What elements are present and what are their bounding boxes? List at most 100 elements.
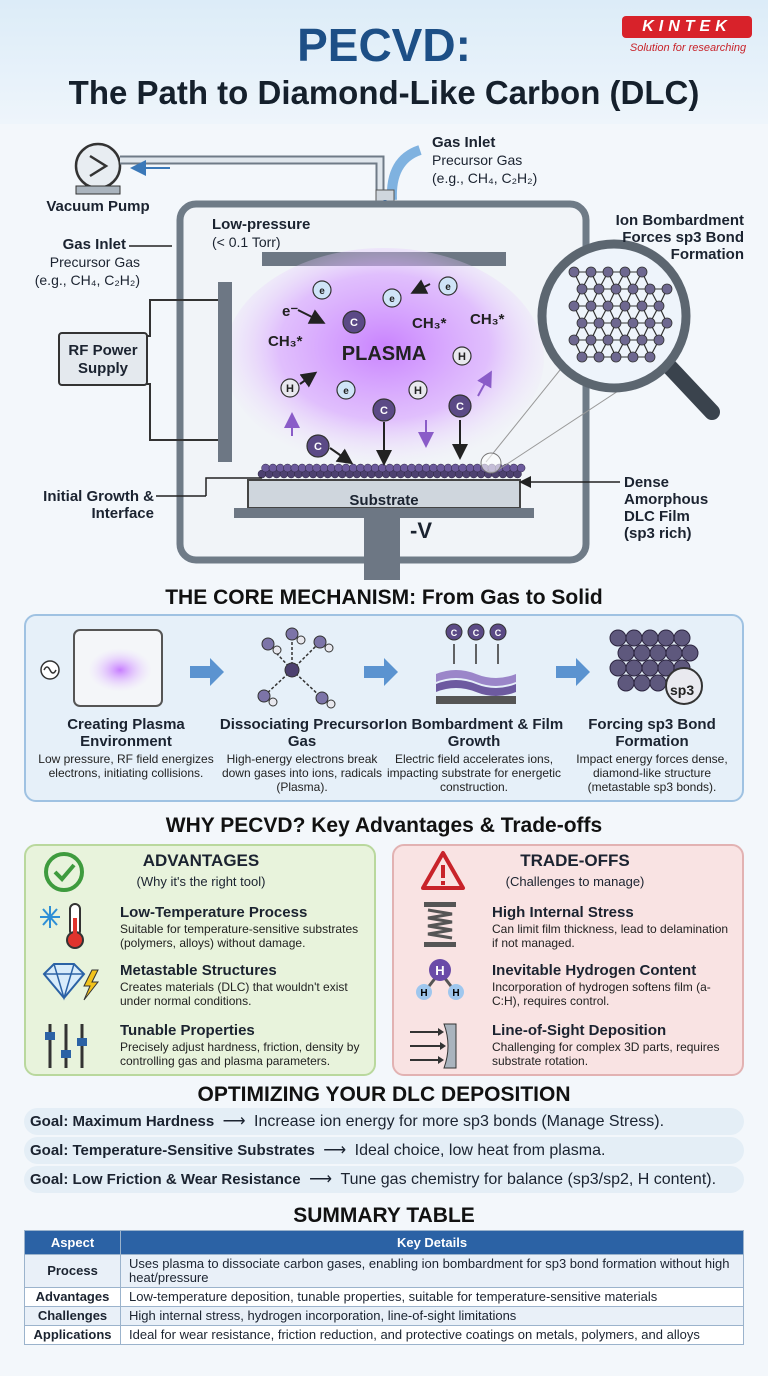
sp3-lattice-icon	[609, 629, 703, 705]
carbon-particle: C	[306, 434, 330, 458]
svg-text:e: e	[319, 286, 325, 297]
lattice-atom	[576, 283, 588, 295]
lattice-atom	[610, 351, 622, 363]
film-atom	[319, 463, 329, 473]
summary-aspect-cell: Process	[24, 1254, 121, 1288]
lattice-atom	[627, 351, 639, 363]
vacuum-pump-icon	[74, 142, 122, 195]
advantages-subtitle: (Why it's the right tool)	[136, 874, 266, 889]
film-atom	[356, 463, 365, 473]
lattice-atom	[593, 317, 605, 329]
gas-inlet-top-line1: Precursor Gas	[432, 152, 523, 168]
summary-header-details: Key Details	[120, 1230, 744, 1255]
carbon-particle: C	[342, 310, 366, 334]
electron-particle: e	[312, 280, 332, 300]
lattice-atom	[627, 317, 639, 329]
species-label: CH₃*	[470, 311, 505, 328]
tradeoff-3-title: Line-of-Sight Deposition	[492, 1022, 667, 1039]
rf-power-supply: RF Power Supply	[58, 332, 148, 386]
film-atom	[407, 463, 416, 473]
low-pressure-label: Low-pressure	[212, 216, 311, 233]
svg-text:H: H	[435, 963, 444, 978]
brand-tagline: Solution for researching	[629, 42, 747, 54]
svg-text:H: H	[420, 988, 427, 999]
film-atom	[327, 463, 336, 473]
goal-arrow-icon: ⟶	[218, 1113, 251, 1130]
species-label: CH₃*	[412, 315, 447, 332]
lattice-atom	[585, 334, 597, 346]
gas-inlet-top-line2: (e.g., CH₄, C₂H₂)	[432, 170, 538, 186]
rf-power-label: RF Power Supply	[68, 342, 138, 377]
lattice-atom	[593, 351, 605, 363]
svg-text:C: C	[451, 628, 458, 638]
ion-bombardment-label: Ion Bombardment Forces sp3 Bond Formatio…	[615, 212, 744, 263]
advantage-1-title: Low-Temperature Process	[120, 904, 308, 921]
goal-row: Goal: Temperature-Sensitive Substrates ⟶…	[24, 1137, 744, 1164]
lattice-atom	[636, 266, 648, 278]
hydrogen-particle: H	[280, 378, 300, 398]
lattice-atom	[576, 317, 588, 329]
lattice-atom	[602, 334, 614, 346]
film-atom	[509, 463, 519, 473]
goal-1-label: Goal: Maximum Hardness	[30, 1113, 215, 1130]
substrate-label: Substrate	[349, 492, 419, 509]
svg-text:C: C	[495, 628, 502, 638]
lattice-atom	[610, 283, 622, 295]
electron-particle: e	[336, 380, 356, 400]
lattice-atom	[619, 334, 631, 346]
tradeoffs-subtitle: (Challenges to manage)	[505, 874, 645, 889]
carbon-particle: C	[448, 394, 472, 418]
goal-1-result: Increase ion energy for more sp3 bonds (…	[254, 1113, 665, 1130]
lattice-atom	[644, 283, 656, 295]
magnifier-icon	[480, 239, 720, 474]
goal-2-result: Ideal choice, low heat from plasma.	[354, 1142, 606, 1159]
core-step-4-desc: Impact energy forces dense, diamond-like…	[576, 752, 728, 794]
summary-detail-cell: Low-temperature deposition, tunable prop…	[120, 1287, 744, 1307]
core-step-1-desc: Low pressure, RF field energizes electro…	[38, 752, 214, 780]
svg-text:C: C	[314, 441, 322, 453]
core-step-3-desc: Electric field accelerates ions, impacti…	[386, 752, 562, 794]
lattice-atom	[636, 300, 648, 312]
page-subtitle: The Path to Diamond-Like Carbon (DLC)	[68, 74, 700, 111]
film-atom	[451, 463, 460, 473]
summary-header-aspect: Aspect	[24, 1230, 121, 1255]
tradeoffs-warning-icon	[421, 851, 465, 890]
summary-title: SUMMARY TABLE	[293, 1204, 475, 1227]
core-step-3-title: Ion Bombardment & Film Growth	[384, 716, 564, 750]
lattice-atom	[644, 317, 656, 329]
film-atom	[385, 463, 394, 473]
lattice-atom	[610, 317, 622, 329]
goal-3-result: Tune gas chemistry for balance (sp3/sp2,…	[340, 1171, 717, 1188]
plasma-label: PLASMA	[341, 343, 427, 365]
hydrogen-molecule-icon: H H H	[416, 959, 464, 1000]
bias-voltage-label: -V	[410, 518, 432, 543]
film-atom	[465, 463, 475, 473]
film-atom	[363, 463, 373, 473]
lattice-atom	[602, 300, 614, 312]
lattice-atom	[568, 334, 580, 346]
svg-text:e: e	[389, 294, 395, 305]
lattice-atom	[568, 266, 580, 278]
summary-detail-cell: Ideal for wear resistance, friction redu…	[120, 1325, 744, 1345]
line-of-sight-icon	[410, 1023, 457, 1069]
svg-text:e: e	[445, 282, 451, 293]
summary-detail-cell: Uses plasma to dissociate carbon gases, …	[120, 1254, 744, 1288]
goal-arrow-icon: ⟶	[304, 1171, 337, 1188]
goal-row: Goal: Low Friction & Wear Resistance ⟶ T…	[24, 1166, 744, 1193]
carbon-particle: C	[372, 398, 396, 422]
core-step-2-desc: High-energy electrons break down gases i…	[221, 752, 383, 794]
film-atom	[312, 463, 321, 473]
film-atom	[378, 463, 387, 473]
core-mechanism-title: THE CORE MECHANISM: From Gas to Solid	[165, 586, 603, 609]
why-title: WHY PECVD? Key Advantages & Trade-offs	[165, 814, 603, 837]
summary-detail-cell: High internal stress, hydrogen incorpora…	[120, 1306, 744, 1326]
tradeoff-2-title: Inevitable Hydrogen Content	[492, 962, 697, 979]
plasma-chamber-icon	[40, 629, 163, 707]
goal-3-label: Goal: Low Friction & Wear Resistance	[30, 1171, 301, 1188]
gas-inlet-top-title: Gas Inlet	[432, 134, 496, 151]
gas-inlet-left-title: Gas Inlet	[62, 236, 126, 253]
gas-inlet-left-line1: Precursor Gas	[49, 254, 140, 270]
